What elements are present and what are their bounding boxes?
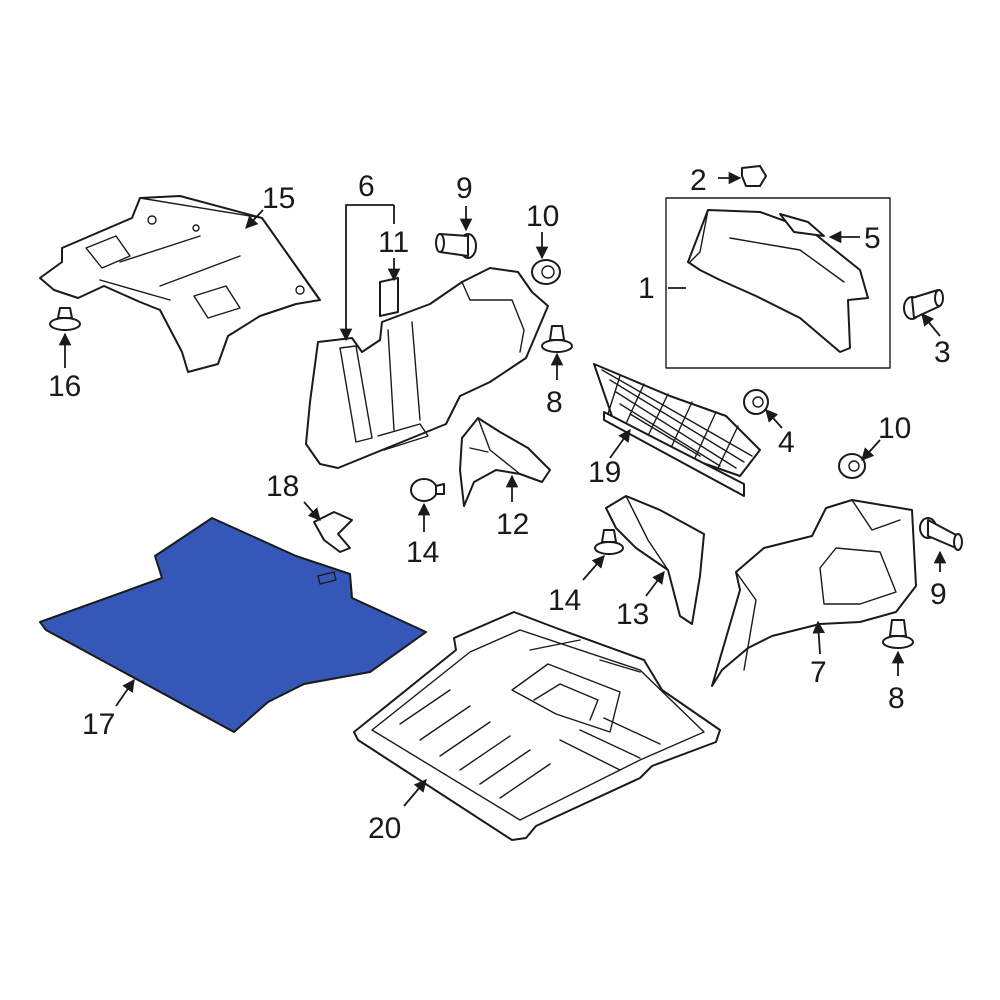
callout-10-right: 10 [878,412,911,445]
part-12-bracket[interactable] [459,417,551,507]
callout-labels: 1 2 3 4 5 6 7 8 8 9 9 10 10 11 12 13 14 … [48,164,951,845]
part-20-cargo-tray[interactable] [353,611,721,841]
leader-lines [58,171,947,807]
callout-13: 13 [616,598,649,631]
part-6-left-quarter-trim[interactable] [305,267,549,469]
part-10-grommet-right[interactable] [838,453,866,479]
callout-8-right: 8 [888,682,905,715]
part-2-clip[interactable] [741,165,767,187]
part-13-bracket[interactable] [605,495,705,625]
callout-5: 5 [864,222,881,255]
part-10-grommet-top[interactable] [531,259,561,285]
part-8-push-pin-right[interactable] [882,619,914,649]
callout-9-top: 9 [456,172,473,205]
callout-16: 16 [48,370,81,403]
part-14-push-pin-center[interactable] [410,478,445,502]
callout-20: 20 [368,812,401,845]
callout-14-right: 14 [548,584,581,617]
callout-15: 15 [262,182,295,215]
callout-1: 1 [638,272,655,305]
part-7-right-quarter-trim[interactable] [711,499,917,687]
part-14-push-pin-right[interactable] [594,529,624,555]
callout-14-center: 14 [406,536,439,569]
part-8-push-pin-top[interactable] [541,325,573,353]
part-17-load-floor[interactable] [39,517,427,733]
part-9-bolt-top[interactable] [435,233,477,259]
callout-12: 12 [496,508,529,541]
part-9-bolt-right[interactable] [919,517,963,551]
callout-4: 4 [778,426,795,459]
callout-11: 11 [378,226,409,259]
part-4-grommet[interactable] [743,389,769,415]
callout-7: 7 [810,656,827,689]
callout-19: 19 [588,456,621,489]
part-1-right-trim-assembly[interactable] [665,197,891,369]
part-11-clip[interactable] [379,277,399,317]
part-16-push-pin[interactable] [49,307,81,331]
callout-3: 3 [934,336,951,369]
part-19-cargo-net[interactable] [593,363,761,497]
callout-10-top: 10 [526,200,559,233]
callout-9-right: 9 [930,578,947,611]
callout-17: 17 [82,708,115,741]
part-15-package-tray[interactable] [39,195,321,373]
part-3-bolt[interactable] [903,289,944,320]
part-18-bracket[interactable] [313,511,353,553]
callout-18: 18 [266,470,299,503]
part-1-group-box [665,197,891,369]
callout-8-top: 8 [546,386,563,419]
callout-2: 2 [690,164,707,197]
callout-6: 6 [358,170,375,203]
